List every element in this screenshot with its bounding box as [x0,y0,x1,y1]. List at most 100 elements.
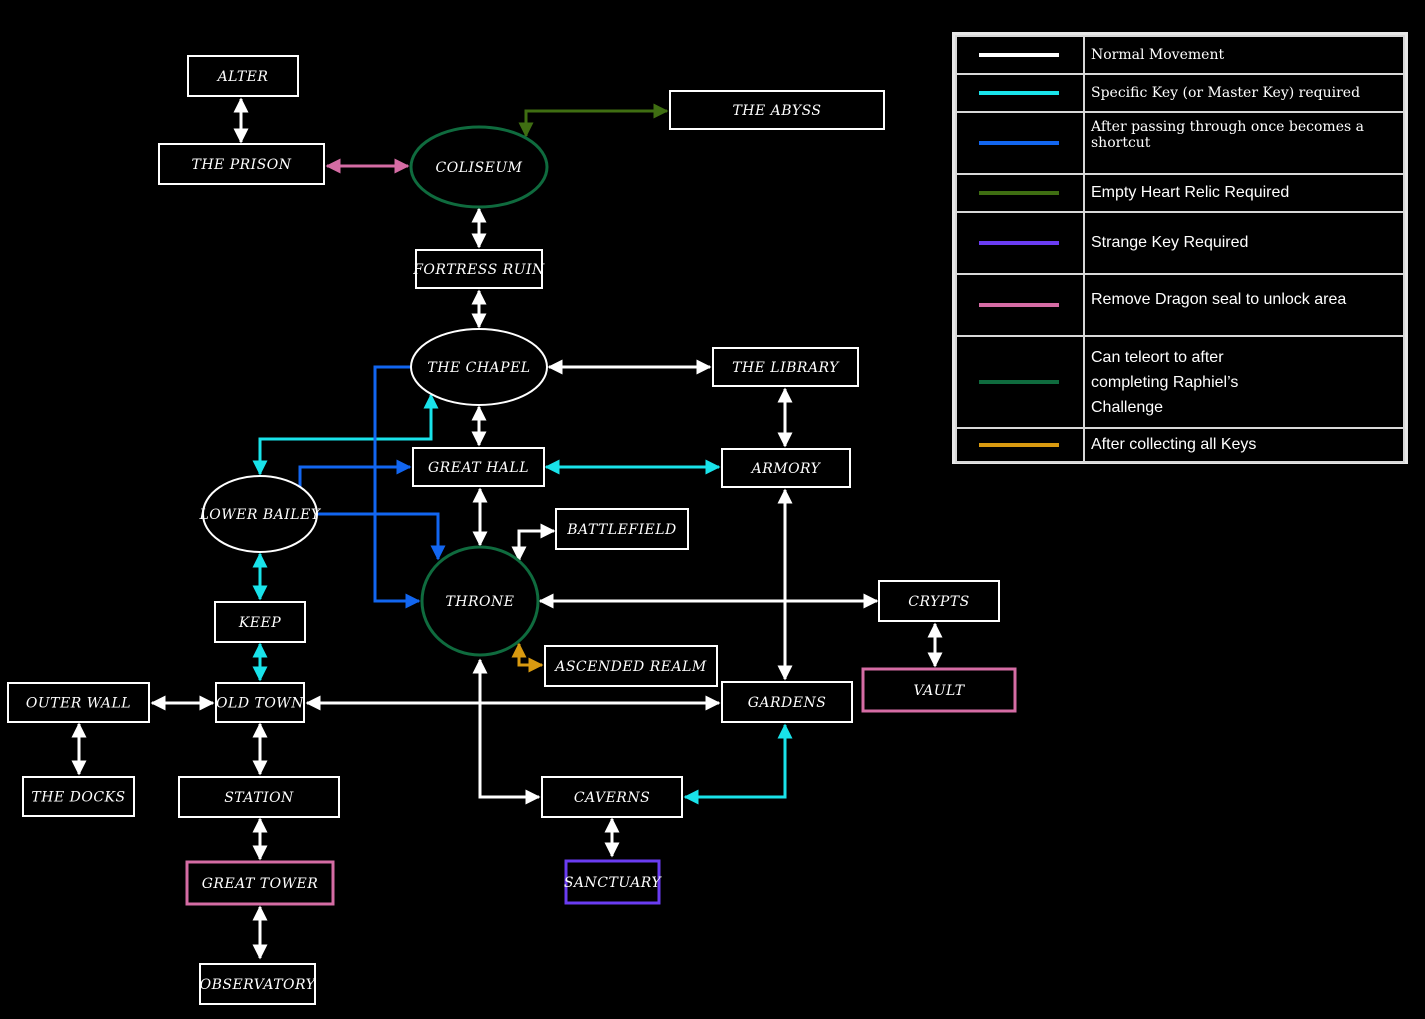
blue-line-swatch [979,141,1059,145]
legend: Normal Movement Specific Key (or Master … [952,32,1408,464]
location-throne: THRONE [420,545,540,657]
location-crypts-label: CRYPTS [908,594,969,610]
legend-row-normal: Normal Movement [955,35,1405,75]
location-chapel: THE CHAPEL [410,328,548,406]
location-coliseum-label: COLISEUM [436,160,523,176]
cyan-line-swatch [979,91,1059,95]
edge-coliseum-abyss [518,103,669,138]
location-fortress: FORTRESS RUIN [412,249,545,289]
location-prison-shape [158,143,325,185]
location-alter-shape [187,55,299,97]
location-station-label: STATION [224,790,294,806]
location-observatory-shape [199,963,316,1005]
location-greathall-label: GREAT HALL [428,460,529,476]
location-chapel-label: THE CHAPEL [427,360,530,376]
white-line-swatch [979,53,1059,57]
location-ascended: ASCENDED REALM [544,645,718,687]
legend-row-empty-heart: Empty Heart Relic Required [955,173,1405,213]
pink-line-swatch [979,303,1059,307]
location-lowerbailey-label: LOWER BAILEY [198,507,321,523]
location-docks: THE DOCKS [22,776,135,817]
gold-line-swatch [979,443,1059,447]
legend-label: Remove Dragon seal to unlock area [1083,273,1405,337]
location-outerwall-shape [7,682,150,723]
location-library-shape [712,347,859,387]
location-alter-label: ALTER [216,69,269,85]
location-gardens-shape [721,681,853,723]
green-line-swatch [979,380,1059,384]
connections [71,97,943,960]
location-lowerbailey: LOWER BAILEY [198,475,321,553]
location-armory-label: ARMORY [750,461,822,477]
location-station-shape [178,776,340,818]
location-sanctuary-label: SANCTUARY [564,875,663,891]
legend-row-specific-key: Specific Key (or Master Key) required [955,73,1405,113]
edge-chapel-lowerbailey [252,393,439,476]
edge-lowerbailey-throne [317,512,446,561]
location-abyss-shape [669,90,885,130]
location-library-label: THE LIBRARY [732,360,840,376]
location-outerwall: OUTER WALL [7,682,150,723]
location-battlefield-shape [555,508,689,550]
legend-label: Specific Key (or Master Key) required [1083,73,1405,113]
legend-label: After collecting all Keys [1083,427,1405,463]
location-prison: THE PRISON [158,143,325,185]
location-alter: ALTER [187,55,299,97]
legend-label: Normal Movement [1083,35,1405,75]
location-oldtown: OLD TOWN [215,682,305,723]
location-coliseum-shape [409,125,549,209]
location-docks-shape [22,776,135,817]
location-battlefield: BATTLEFIELD [555,508,689,550]
location-station: STATION [178,776,340,818]
location-throne-label: THRONE [445,594,514,610]
location-abyss-label: THE ABYSS [732,103,821,119]
legend-label: Empty Heart Relic Required [1083,173,1405,213]
location-crypts: CRYPTS [878,580,1000,622]
edge-caverns-gardens [683,723,793,805]
location-ascended-shape [544,645,718,687]
locations: ALTER THE PRISON COLISEUM THE ABYSS FORTRESS… [7,55,1017,1005]
location-coliseum: COLISEUM [409,125,549,209]
location-greattower: GREAT TOWER [185,860,335,906]
edge-throne-caverns [472,658,541,805]
edge-lowerbailey-greathall [298,459,412,492]
location-keep-shape [214,601,306,643]
location-caverns: CAVERNS [541,776,683,818]
location-library: THE LIBRARY [712,347,859,387]
legend-label: Strange Key Required [1083,211,1405,275]
location-outerwall-label: OUTER WALL [26,696,131,712]
location-greattower-label: GREAT TOWER [202,876,319,892]
legend-label: Can teleort to after completing Raphiel’… [1083,335,1405,429]
edge-chapel-throne [373,365,421,609]
location-lowerbailey-shape [202,475,318,553]
location-armory: ARMORY [721,448,851,488]
location-caverns-shape [541,776,683,818]
location-greathall-shape [412,447,545,487]
legend-row-strange-key: Strange Key Required [955,211,1405,275]
location-keep-label: KEEP [238,615,281,631]
location-greathall: GREAT HALL [412,447,545,487]
legend-row-raphiel: Can teleort to after completing Raphiel’… [955,335,1405,429]
legend-row-shortcut: After passing through once becomes a sho… [955,111,1405,175]
location-crypts-shape [878,580,1000,622]
location-docks-label: THE DOCKS [31,790,125,806]
location-chapel-shape [410,328,548,406]
location-sanctuary-shape [564,859,661,905]
edge-throne-ascended [511,642,544,673]
purple-line-swatch [979,241,1059,245]
location-throne-shape [420,545,540,657]
location-prison-label: THE PRISON [191,157,291,173]
location-armory-shape [721,448,851,488]
legend-row-all-keys: After collecting all Keys [955,427,1405,463]
location-gardens: GARDENS [721,681,853,723]
location-vault-shape [861,667,1017,713]
location-battlefield-label: BATTLEFIELD [566,522,677,538]
location-oldtown-label: OLD TOWN [216,696,304,712]
location-greattower-shape [185,860,335,906]
location-fortress-shape [415,249,543,289]
edge-throne-battlefield [511,523,556,562]
legend-row-dragon-seal: Remove Dragon seal to unlock area [955,273,1405,337]
location-oldtown-shape [215,682,305,723]
legend-label: After passing through once becomes a sho… [1083,111,1405,175]
